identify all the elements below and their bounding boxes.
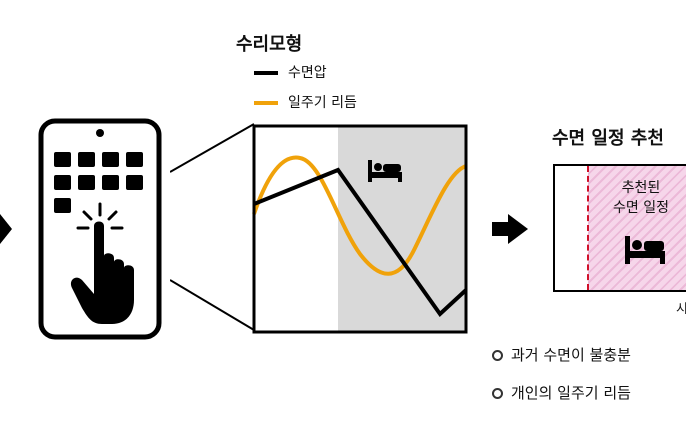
legend-label: 수면압	[288, 65, 327, 81]
bullet-icon	[492, 388, 503, 399]
circadian-curve	[252, 155, 467, 276]
note-item: 과거 수면이 불충분	[492, 344, 631, 365]
legend-item-circadian-rhythm: 일주기 리듬	[254, 92, 357, 112]
legend-swatch	[254, 71, 278, 75]
recommendation-title: 수면 일정 추천	[552, 128, 664, 149]
sleep-period-shading	[338, 126, 466, 332]
arrow-right-icon	[0, 214, 12, 244]
sleep-pressure-curve	[253, 167, 468, 318]
bullet-icon	[492, 350, 503, 361]
recommended-sleep-window	[588, 166, 686, 290]
model-title: 수리모형	[236, 34, 303, 55]
recommended-schedule-box: 추천된 수면 일정	[553, 164, 686, 292]
bed-icon	[368, 160, 402, 182]
note-text: 개인의 일주기 리듬	[511, 384, 631, 402]
bed-icon	[625, 236, 665, 264]
smartphone-icon	[38, 118, 162, 340]
recommended-label-line: 수면 일정	[613, 200, 669, 216]
note-item: 개인의 일주기 리듬	[492, 382, 631, 403]
legend-item-sleep-pressure: 수면압	[254, 62, 327, 82]
recommended-label: 추천된 수면 일정	[613, 178, 669, 218]
recommended-label-line: 추천된	[621, 180, 661, 196]
note-text: 과거 수면이 불충분	[511, 346, 631, 364]
tap-hand-icon	[70, 221, 134, 324]
legend-swatch	[254, 101, 278, 105]
arrow-right-icon	[492, 214, 528, 244]
model-plot	[252, 124, 468, 334]
bedtime-marker	[587, 166, 589, 290]
axis-tick-label: 시	[676, 302, 686, 317]
zoom-lines	[170, 123, 255, 331]
legend-label: 일주기 리듬	[288, 95, 357, 111]
